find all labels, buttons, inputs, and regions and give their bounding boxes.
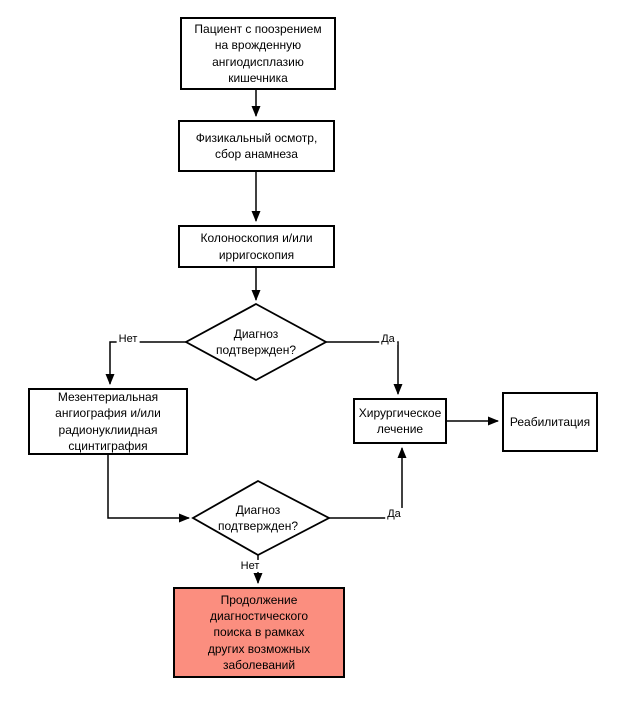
edge-label-decision2-no: Нет [238,559,262,573]
edge-label-decision2-yes: Да [385,507,403,521]
node-decision2-label: Диагноз подтвержден? [218,502,298,533]
node-rehabilitation: Реабилитация [502,392,598,452]
node-colonoscopy: Колоноскопия и/или ирригоскопия [178,225,335,268]
node-patient: Пациент с поозрением на врожденную ангио… [180,17,336,90]
edge-angiography-to-decision2 [107,455,190,523]
node-continue-search: Продолжение диагностического поиска в ра… [173,587,345,678]
decision1-diamond-shape [184,302,328,382]
node-surgery: Хирургическое лечение [353,398,447,444]
decision2-diamond-shape [191,479,331,557]
node-angiography: Мезентериальная ангиография и/или радион… [28,388,188,455]
node-decision1-label: Диагноз подтвержден? [216,326,296,357]
edge-decision1-yes-to-surgery [324,341,403,395]
node-physical-exam: Физикальный осмотр, сбор анамнеза [178,120,335,172]
edge-decision1-no-to-angiography [105,341,188,385]
edge-label-decision1-no: Нет [116,332,140,346]
edge-label-decision1-yes: Да [379,332,397,346]
